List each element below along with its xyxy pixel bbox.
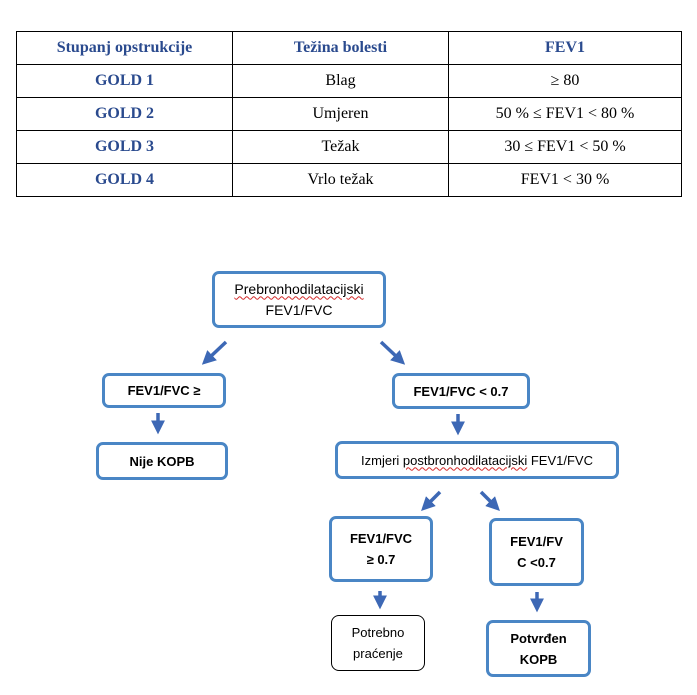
table-row: GOLD 1 Blag ≥ 80: [16, 64, 682, 98]
fev1-cell: 30 ≤ FEV1 < 50 %: [448, 130, 682, 164]
post-left-node: FEV1/FVC ≥ 0.7: [329, 516, 433, 582]
start-node: Prebronhodilatacijski FEV1/FVC: [212, 271, 386, 328]
left-branch-label: FEV1/FVC ≥: [127, 383, 201, 398]
confirmed-line1: Potvrđen: [510, 630, 567, 646]
not-copd-node: Nije KOPB: [96, 442, 228, 480]
post-right-node: FEV1/FV C <0.7: [489, 518, 584, 586]
table-header-row: Stupanj opstrukcije Težina bolesti FEV1: [16, 31, 682, 65]
confirmed-line2: KOPB: [519, 651, 558, 667]
post-left-line1: FEV1/FVC: [349, 531, 413, 546]
post-left-line2: ≥ 0.7: [366, 552, 396, 567]
measure-word: postbronhodilatacijski: [402, 452, 528, 468]
fev1-cell: FEV1 < 30 %: [448, 163, 682, 197]
follow-up-line1: Potrebno: [351, 625, 405, 640]
follow-up-line2: praćenje: [353, 646, 403, 661]
confirmed-copd-node: Potvrđen KOPB: [486, 620, 591, 677]
fev1-cell: ≥ 80: [448, 64, 682, 98]
table-row: GOLD 3 Težak 30 ≤ FEV1 < 50 %: [16, 130, 682, 164]
right-branch-label: FEV1/FVC < 0.7: [413, 383, 509, 399]
stage-cell: GOLD 2: [16, 97, 233, 131]
column-header-severity: Težina bolesti: [232, 31, 449, 65]
start-node-line2: FEV1/FVC: [265, 301, 333, 318]
start-node-line1: Prebronhodilatacijski: [234, 280, 364, 297]
table-row: GOLD 2 Umjeren 50 % ≤ FEV1 < 80 %: [16, 97, 682, 131]
measure-suffix: FEV1/FVC: [527, 452, 593, 468]
stage-cell: GOLD 4: [16, 163, 233, 197]
table-row: GOLD 4 Vrlo težak FEV1 < 30 %: [16, 163, 682, 197]
measure-prefix: Izmjeri: [361, 452, 403, 468]
arrow-measure-to-left: [421, 490, 442, 511]
arrow-measure-to-right: [479, 490, 500, 511]
left-branch-node: FEV1/FVC ≥: [102, 373, 226, 408]
gold-classification-table: Stupanj opstrukcije Težina bolesti FEV1 …: [16, 31, 682, 197]
follow-up-node: Potrebno praćenje: [331, 615, 425, 671]
column-header-stage: Stupanj opstrukcije: [16, 31, 233, 65]
stage-cell: GOLD 3: [16, 130, 233, 164]
measure-node: Izmjeri postbronhodilatacijski FEV1/FVC: [335, 441, 619, 479]
post-right-line1: FEV1/FV: [510, 534, 563, 549]
right-branch-node: FEV1/FVC < 0.7: [392, 373, 530, 409]
arrow-start-to-left: [201, 340, 228, 365]
stage-cell: GOLD 1: [16, 64, 233, 98]
not-copd-label: Nije KOPB: [129, 453, 195, 469]
severity-cell: Umjeren: [232, 97, 449, 131]
fev1-cell: 50 % ≤ FEV1 < 80 %: [448, 97, 682, 131]
severity-cell: Vrlo težak: [232, 163, 449, 197]
post-right-line2: C <0.7: [517, 555, 556, 570]
severity-cell: Težak: [232, 130, 449, 164]
arrow-start-to-right: [379, 340, 406, 365]
